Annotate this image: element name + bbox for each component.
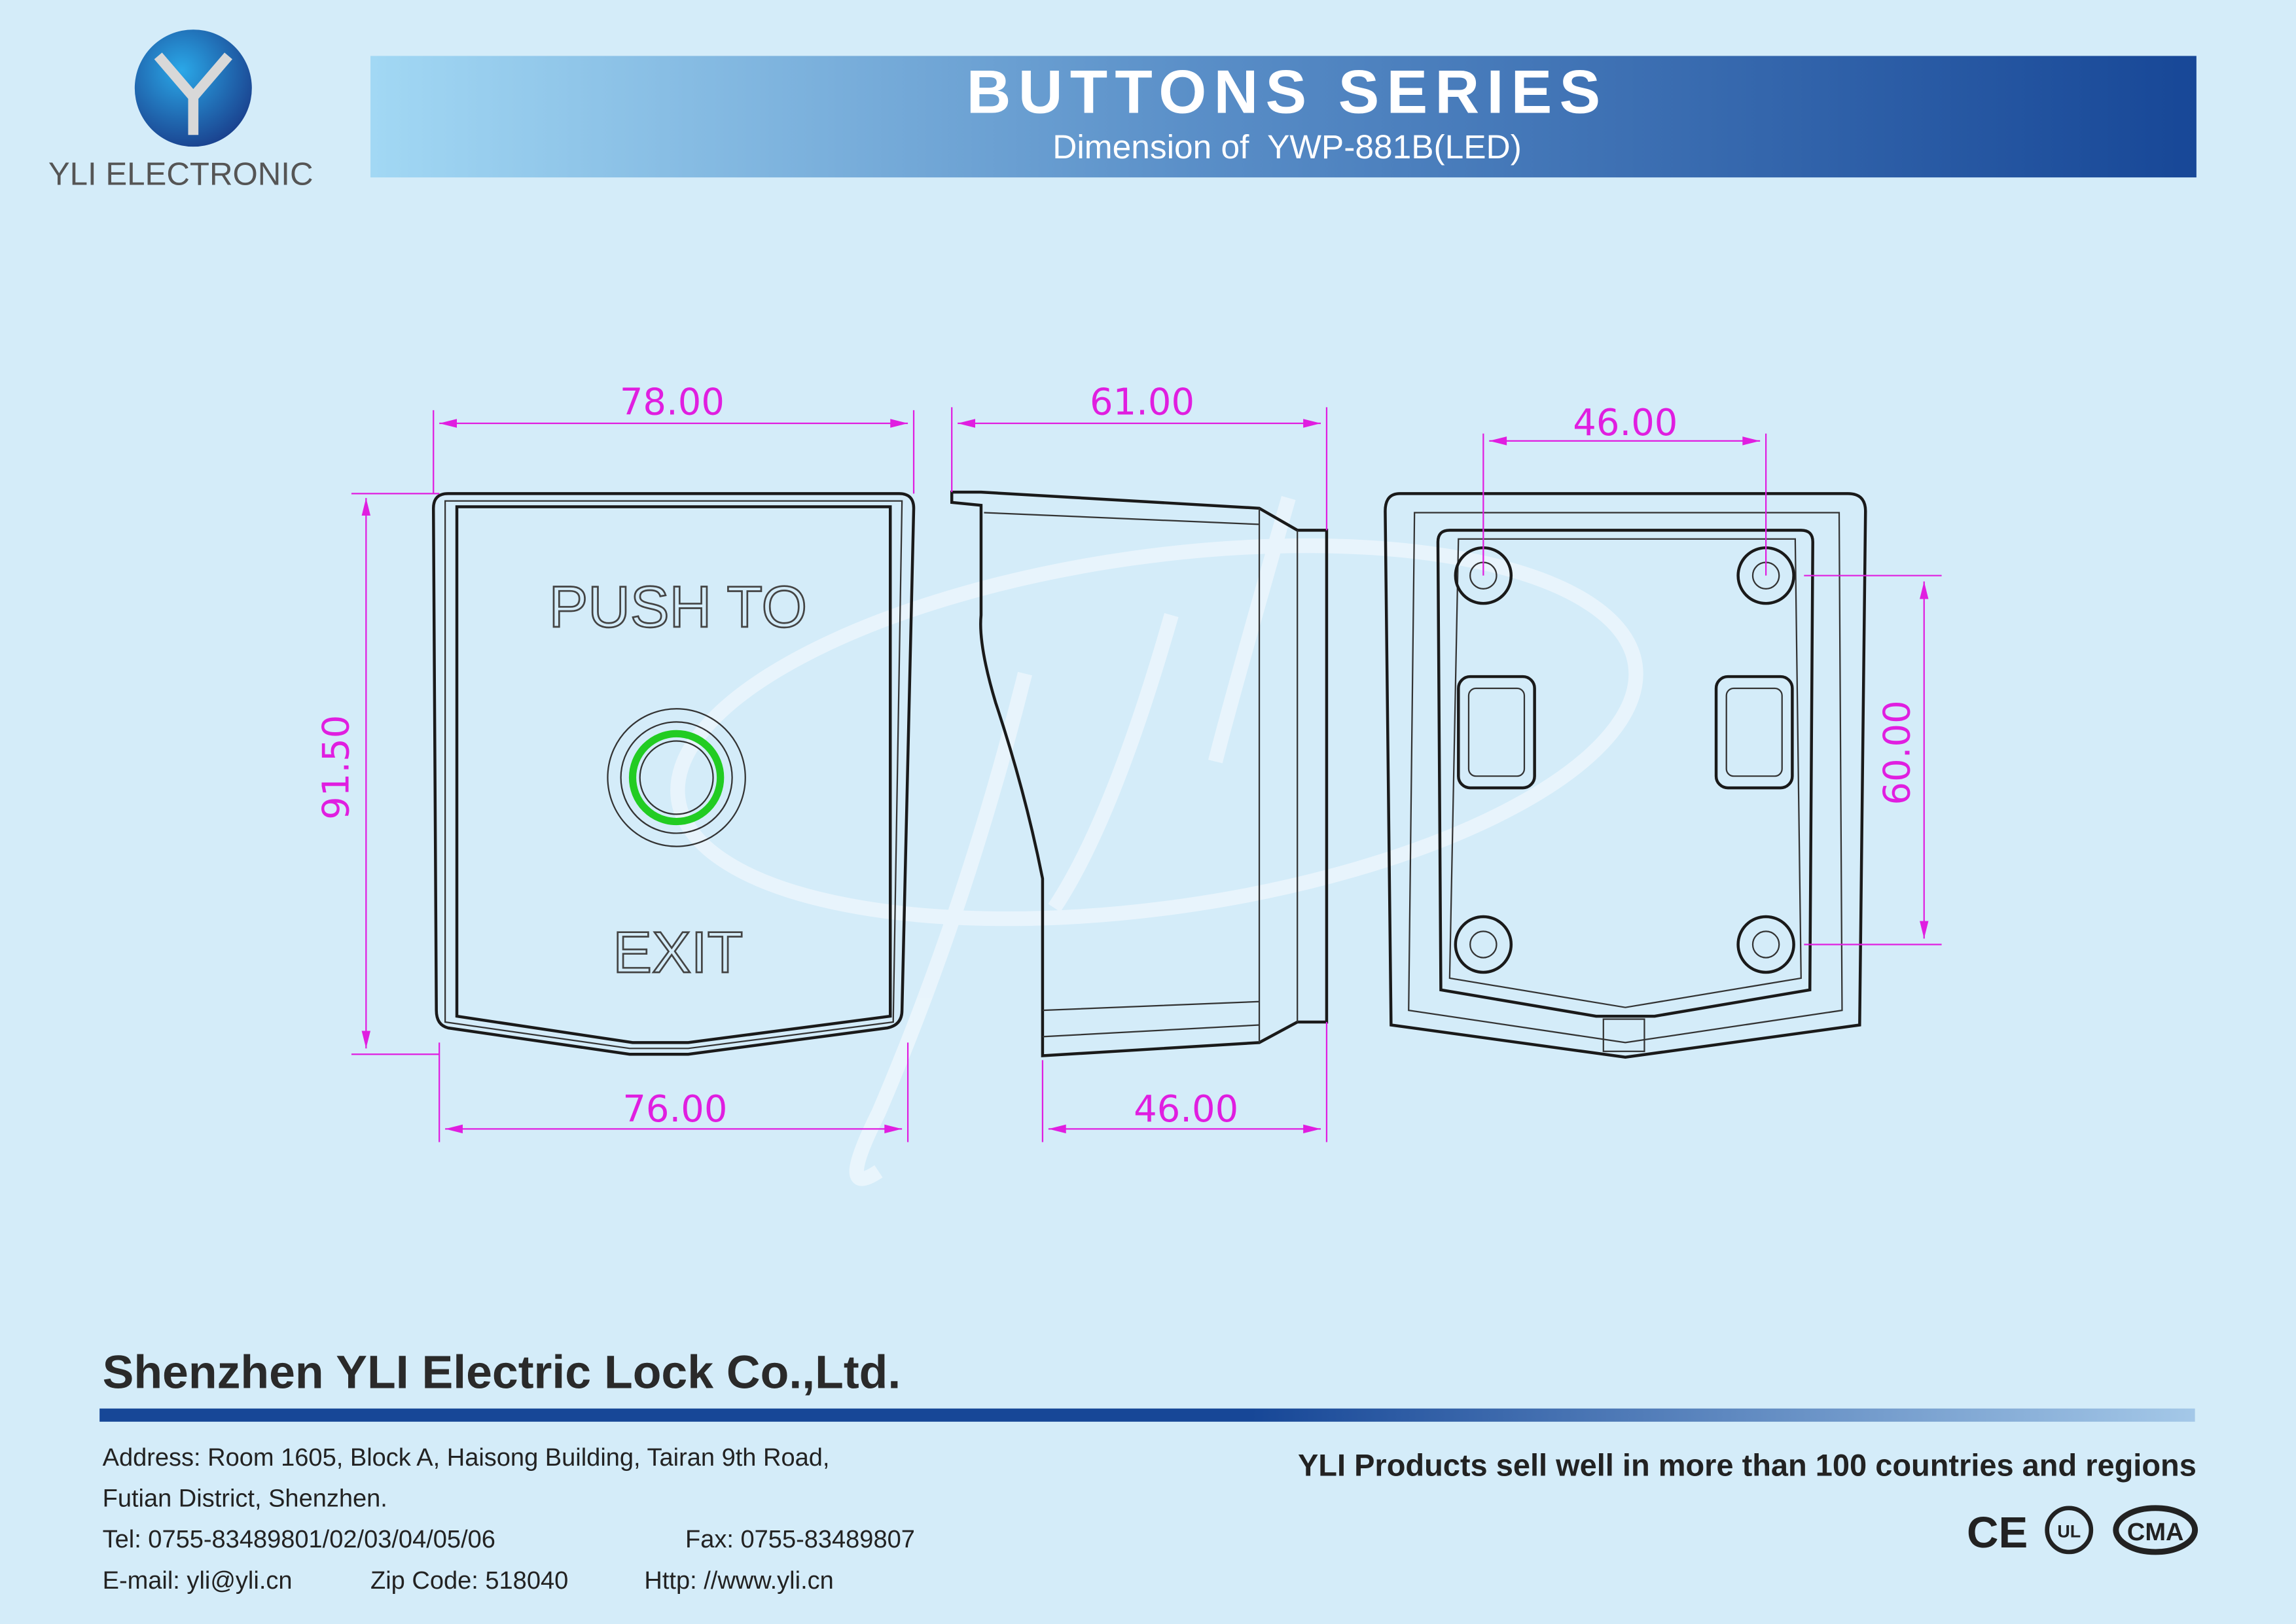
dim-front-bottom-width: 76.00 — [622, 1088, 727, 1131]
header-banner — [370, 56, 2197, 178]
address-line-1: Address: Room 1605, Block A, Haisong Bui… — [103, 1444, 830, 1472]
ce-mark-icon: CE — [1967, 1508, 2028, 1557]
logo-text: YLI ELECTRONIC — [48, 156, 314, 192]
zip-code: Zip Code: 518040 — [370, 1567, 568, 1595]
dim-back-hole-spacing-h: 46.00 — [1573, 402, 1677, 444]
logo: YLI ELECTRONIC — [48, 29, 314, 192]
side-view: 61.00 46.00 — [950, 381, 1329, 1142]
cma-mark-icon — [2113, 1505, 2198, 1555]
front-view: PUSH TO EXIT — [431, 492, 916, 1056]
slogan: YLI Products sell well in more than 100 … — [1298, 1448, 2197, 1483]
website: Http: //www.yli.cn — [644, 1567, 833, 1595]
dim-side-top-depth: 61.00 — [1090, 381, 1194, 424]
tel: Tel: 0755-83489801/02/03/04/05/06 — [103, 1526, 495, 1553]
dim-side-bottom-depth: 46.00 — [1134, 1088, 1238, 1131]
cert-marks: CE UL CMA — [1967, 1505, 2198, 1557]
footer-bar — [99, 1408, 2195, 1422]
page-subtitle: Dimension of YWP-881B(LED) — [1052, 128, 1522, 166]
ul-mark-icon — [2045, 1506, 2094, 1555]
dim-front-top-width: 78.00 — [620, 381, 725, 424]
front-label-exit: EXIT — [613, 919, 743, 985]
cma-mark-text: CMA — [2127, 1519, 2184, 1546]
email: E-mail: yli@yli.cn — [103, 1567, 293, 1595]
watermark — [670, 496, 1643, 1186]
dim-front-height: 91.50 — [315, 715, 357, 820]
dim-back-hole-spacing-v: 60.00 — [1876, 700, 1918, 805]
fax: Fax: 0755-83489807 — [685, 1526, 915, 1553]
company-name: Shenzhen YLI Electric Lock Co.,Ltd. — [103, 1346, 901, 1398]
led-ring — [628, 730, 725, 826]
front-label-push-to: PUSH TO — [549, 574, 807, 639]
back-view: 46.00 60.00 — [1384, 402, 1942, 1059]
ul-mark-text: UL — [2057, 1522, 2081, 1542]
address-line-2: Futian District, Shenzhen. — [103, 1485, 387, 1513]
front-dimensions: 78.00 76.00 91.50 — [315, 381, 915, 1142]
page-title: BUTTONS SERIES — [967, 58, 1608, 126]
